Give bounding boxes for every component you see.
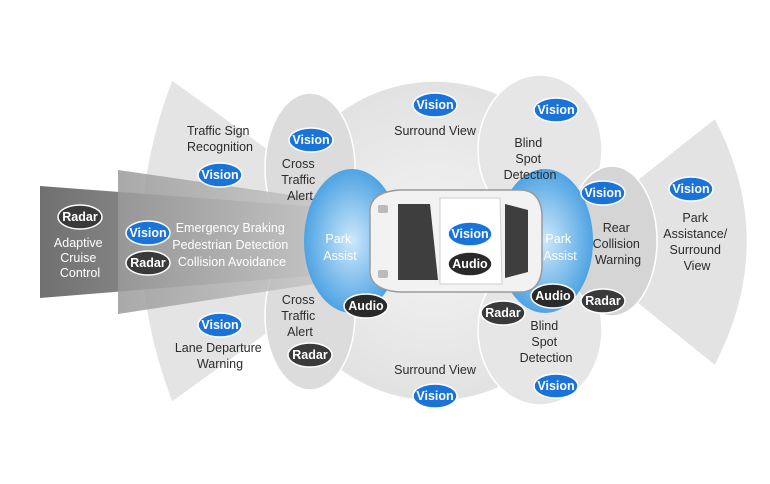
vision-badge-traffic-sign-pill <box>197 162 243 188</box>
radar-badge-cross-traffic-bottom-text: Radar <box>292 348 328 362</box>
cross-traffic-bottom-label: Cross Traffic Alert <box>281 293 319 339</box>
vision-badge-lane-departure: Vision <box>197 312 243 338</box>
vision-badge-surround-bottom-text: Vision <box>416 389 453 403</box>
vision-badge-car-pill <box>447 221 493 247</box>
audio-badge-rear-text: Audio <box>535 289 571 303</box>
vision-badge-car-text: Vision <box>451 227 488 241</box>
vision-badge-lane-departure-pill <box>197 312 243 338</box>
vision-badge-rear-collision-pill <box>580 180 626 206</box>
vision-badge-park-assistance-text: Vision <box>672 182 709 196</box>
park-assist-rear-label: Park Assist <box>543 232 577 263</box>
vision-badge-park-assistance-pill <box>668 176 714 202</box>
vision-badge-lane-departure-text: Vision <box>201 318 238 332</box>
radar-badge-adaptive-cruise: Radar <box>57 204 103 230</box>
vision-badge-surround-bottom-pill <box>412 383 458 409</box>
vision-badge-emergency-pill <box>125 220 171 246</box>
traffic-sign-label: Traffic Sign Recognition <box>187 124 253 154</box>
vision-badge-blind-spot-bottom-text: Vision <box>537 379 574 393</box>
vision-badge-blind-spot-top-pill <box>533 97 579 123</box>
radar-badge-rear-collision-pill <box>580 288 626 314</box>
radar-badge-adaptive-cruise-pill <box>57 204 103 230</box>
park-assist-front-label: Park Assist <box>323 232 357 263</box>
radar-badge-rear-collision: Radar <box>580 288 626 314</box>
vision-badge-cross-traffic-top-text: Vision <box>292 133 329 147</box>
vision-badge-surround-top: Vision <box>412 92 458 118</box>
vision-badge-emergency: Vision <box>125 220 171 246</box>
radar-badge-adaptive-cruise-text: Radar <box>62 210 98 224</box>
blind-spot-bottom-label: Blind Spot Detection <box>520 319 573 365</box>
cross-traffic-top-label: Cross Traffic Alert <box>281 157 319 203</box>
audio-badge-rear-pill <box>530 283 576 309</box>
audio-badge-front: Audio <box>343 293 389 319</box>
radar-badge-emergency-pill <box>125 250 171 276</box>
radar-badge-cross-traffic-bottom: Radar <box>287 342 333 368</box>
surround-view-top-label: Surround View <box>394 124 477 138</box>
vision-badge-blind-spot-top-text: Vision <box>537 103 574 117</box>
vision-badge-emergency-text: Vision <box>129 226 166 240</box>
radar-badge-blind-spot: Radar <box>480 300 526 326</box>
radar-badge-cross-traffic-bottom-pill <box>287 342 333 368</box>
vision-badge-blind-spot-bottom: Vision <box>533 373 579 399</box>
vision-badge-traffic-sign: Vision <box>197 162 243 188</box>
adaptive-cruise-label: Adaptive Cruise Control <box>54 236 106 280</box>
audio-badge-car: Audio <box>447 251 493 277</box>
audio-badge-car-text: Audio <box>452 257 488 271</box>
park-assistance-surround-label: Park Assistance/ Surround View <box>663 211 730 273</box>
radar-badge-rear-collision-text: Radar <box>585 294 621 308</box>
vision-badge-surround-top-pill <box>412 92 458 118</box>
radar-badge-blind-spot-text: Radar <box>485 306 521 320</box>
vision-badge-rear-collision-text: Vision <box>584 186 621 200</box>
mid-range-beam <box>118 170 360 314</box>
vision-badge-cross-traffic-top-pill <box>288 127 334 153</box>
blind-spot-top-label: Blind Spot Detection <box>504 136 557 182</box>
rear-collision-label: Rear Collision Warning <box>593 221 644 267</box>
lane-departure-label: Lane Departure Warning <box>175 341 265 371</box>
audio-badge-rear: Audio <box>530 283 576 309</box>
audio-badge-car-pill <box>447 251 493 277</box>
vision-badge-rear-collision: Vision <box>580 180 626 206</box>
vision-badge-blind-spot-bottom-pill <box>533 373 579 399</box>
vision-badge-blind-spot-top: Vision <box>533 97 579 123</box>
radar-badge-blind-spot-pill <box>480 300 526 326</box>
vision-badge-surround-top-text: Vision <box>416 98 453 112</box>
emergency-braking-label: Emergency Braking Pedestrian Detection C… <box>172 221 292 269</box>
radar-badge-emergency: Radar <box>125 250 171 276</box>
audio-badge-front-text: Audio <box>348 299 384 313</box>
surround-view-bottom-label: Surround View <box>394 363 477 377</box>
vision-badge-surround-bottom: Vision <box>412 383 458 409</box>
vision-badge-car: Vision <box>447 221 493 247</box>
vision-badge-cross-traffic-top: Vision <box>288 127 334 153</box>
vision-badge-park-assistance: Vision <box>668 176 714 202</box>
radar-badge-emergency-text: Radar <box>130 256 166 270</box>
audio-badge-front-pill <box>343 293 389 319</box>
vision-badge-traffic-sign-text: Vision <box>201 168 238 182</box>
